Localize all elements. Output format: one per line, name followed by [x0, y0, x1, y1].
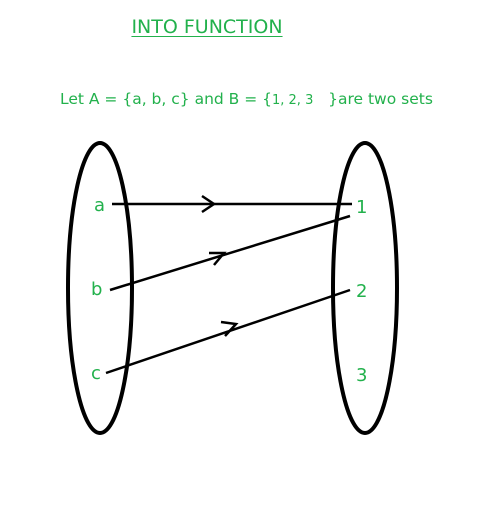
set-a-element-a: a: [94, 195, 105, 216]
set-a-element-b: b: [91, 279, 102, 300]
set-b-oval: [331, 141, 399, 435]
diagram-title: INTO FUNCTION: [131, 16, 283, 38]
mapping-arrow-b-to-1: [109, 214, 351, 292]
problem-statement: Let A = {a, b, c} and B = {1, 2, 3 }are …: [60, 90, 433, 108]
set-a-element-c: c: [91, 363, 101, 384]
mapping-arrow-a-to-1: [112, 194, 352, 214]
mapping-arrow-c-to-2: [105, 288, 351, 375]
statement-suffix: }are two sets: [328, 90, 433, 108]
set-b-element-3: 3: [356, 365, 367, 386]
set-b-element-2: 2: [356, 281, 367, 302]
set-a-oval: [66, 141, 134, 435]
statement-prefix: Let A = {a, b, c} and B = {: [60, 90, 272, 108]
set-b-elements-text: 1, 2, 3: [272, 93, 314, 108]
set-b-element-1: 1: [356, 197, 367, 218]
